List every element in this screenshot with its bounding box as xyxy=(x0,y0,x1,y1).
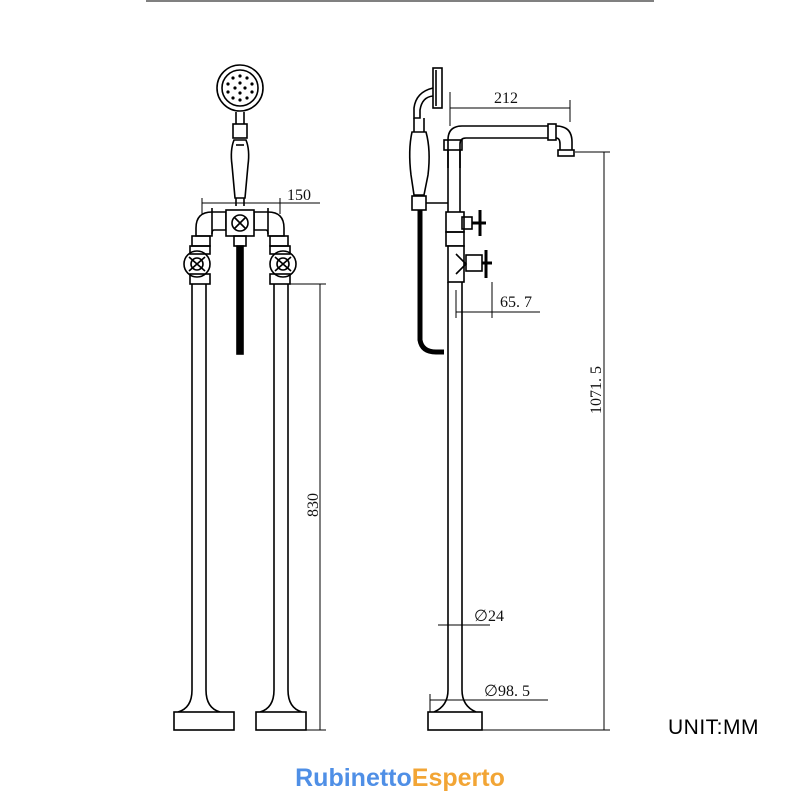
hose-front xyxy=(236,245,244,355)
dim-pipe-diameter: ∅24 xyxy=(474,608,504,625)
base-right-front xyxy=(255,711,307,731)
valve-handle-upper-side xyxy=(472,210,486,236)
brand-part-2: Esperto xyxy=(411,764,505,792)
dim-side-spout: 212 xyxy=(494,90,518,107)
base-left-front xyxy=(173,711,235,731)
spout-side xyxy=(443,123,575,168)
dim-front-width: 150 xyxy=(287,187,311,204)
dim-front-height: 830 xyxy=(305,493,322,517)
brand-part-1: Rubinetto xyxy=(295,764,412,792)
shower-head-side xyxy=(413,67,443,119)
brand-logo: RubinettoEsperto xyxy=(0,764,800,793)
valve-right-front xyxy=(269,235,297,285)
side-dimensions xyxy=(429,92,610,731)
hose-side xyxy=(417,210,444,355)
crossbar-front xyxy=(195,208,285,247)
stem-side xyxy=(433,282,477,713)
column-side xyxy=(445,150,483,283)
shower-handle-front xyxy=(230,112,250,206)
dim-base-diameter: ∅98. 5 xyxy=(484,683,530,700)
dim-side-height: 1071. 5 xyxy=(588,366,605,414)
legs-front xyxy=(177,284,303,713)
valve-handle-lower-side xyxy=(482,250,492,278)
shower-handle-side xyxy=(408,118,448,211)
shower-head-front xyxy=(216,64,264,112)
base-side xyxy=(427,711,483,731)
front-dimensions xyxy=(201,198,326,731)
side-view xyxy=(408,67,575,731)
front-view xyxy=(173,64,307,731)
dim-side-valve: 65. 7 xyxy=(500,294,532,311)
valve-left-front xyxy=(183,235,211,285)
unit-label: UNIT:MM xyxy=(668,716,759,739)
